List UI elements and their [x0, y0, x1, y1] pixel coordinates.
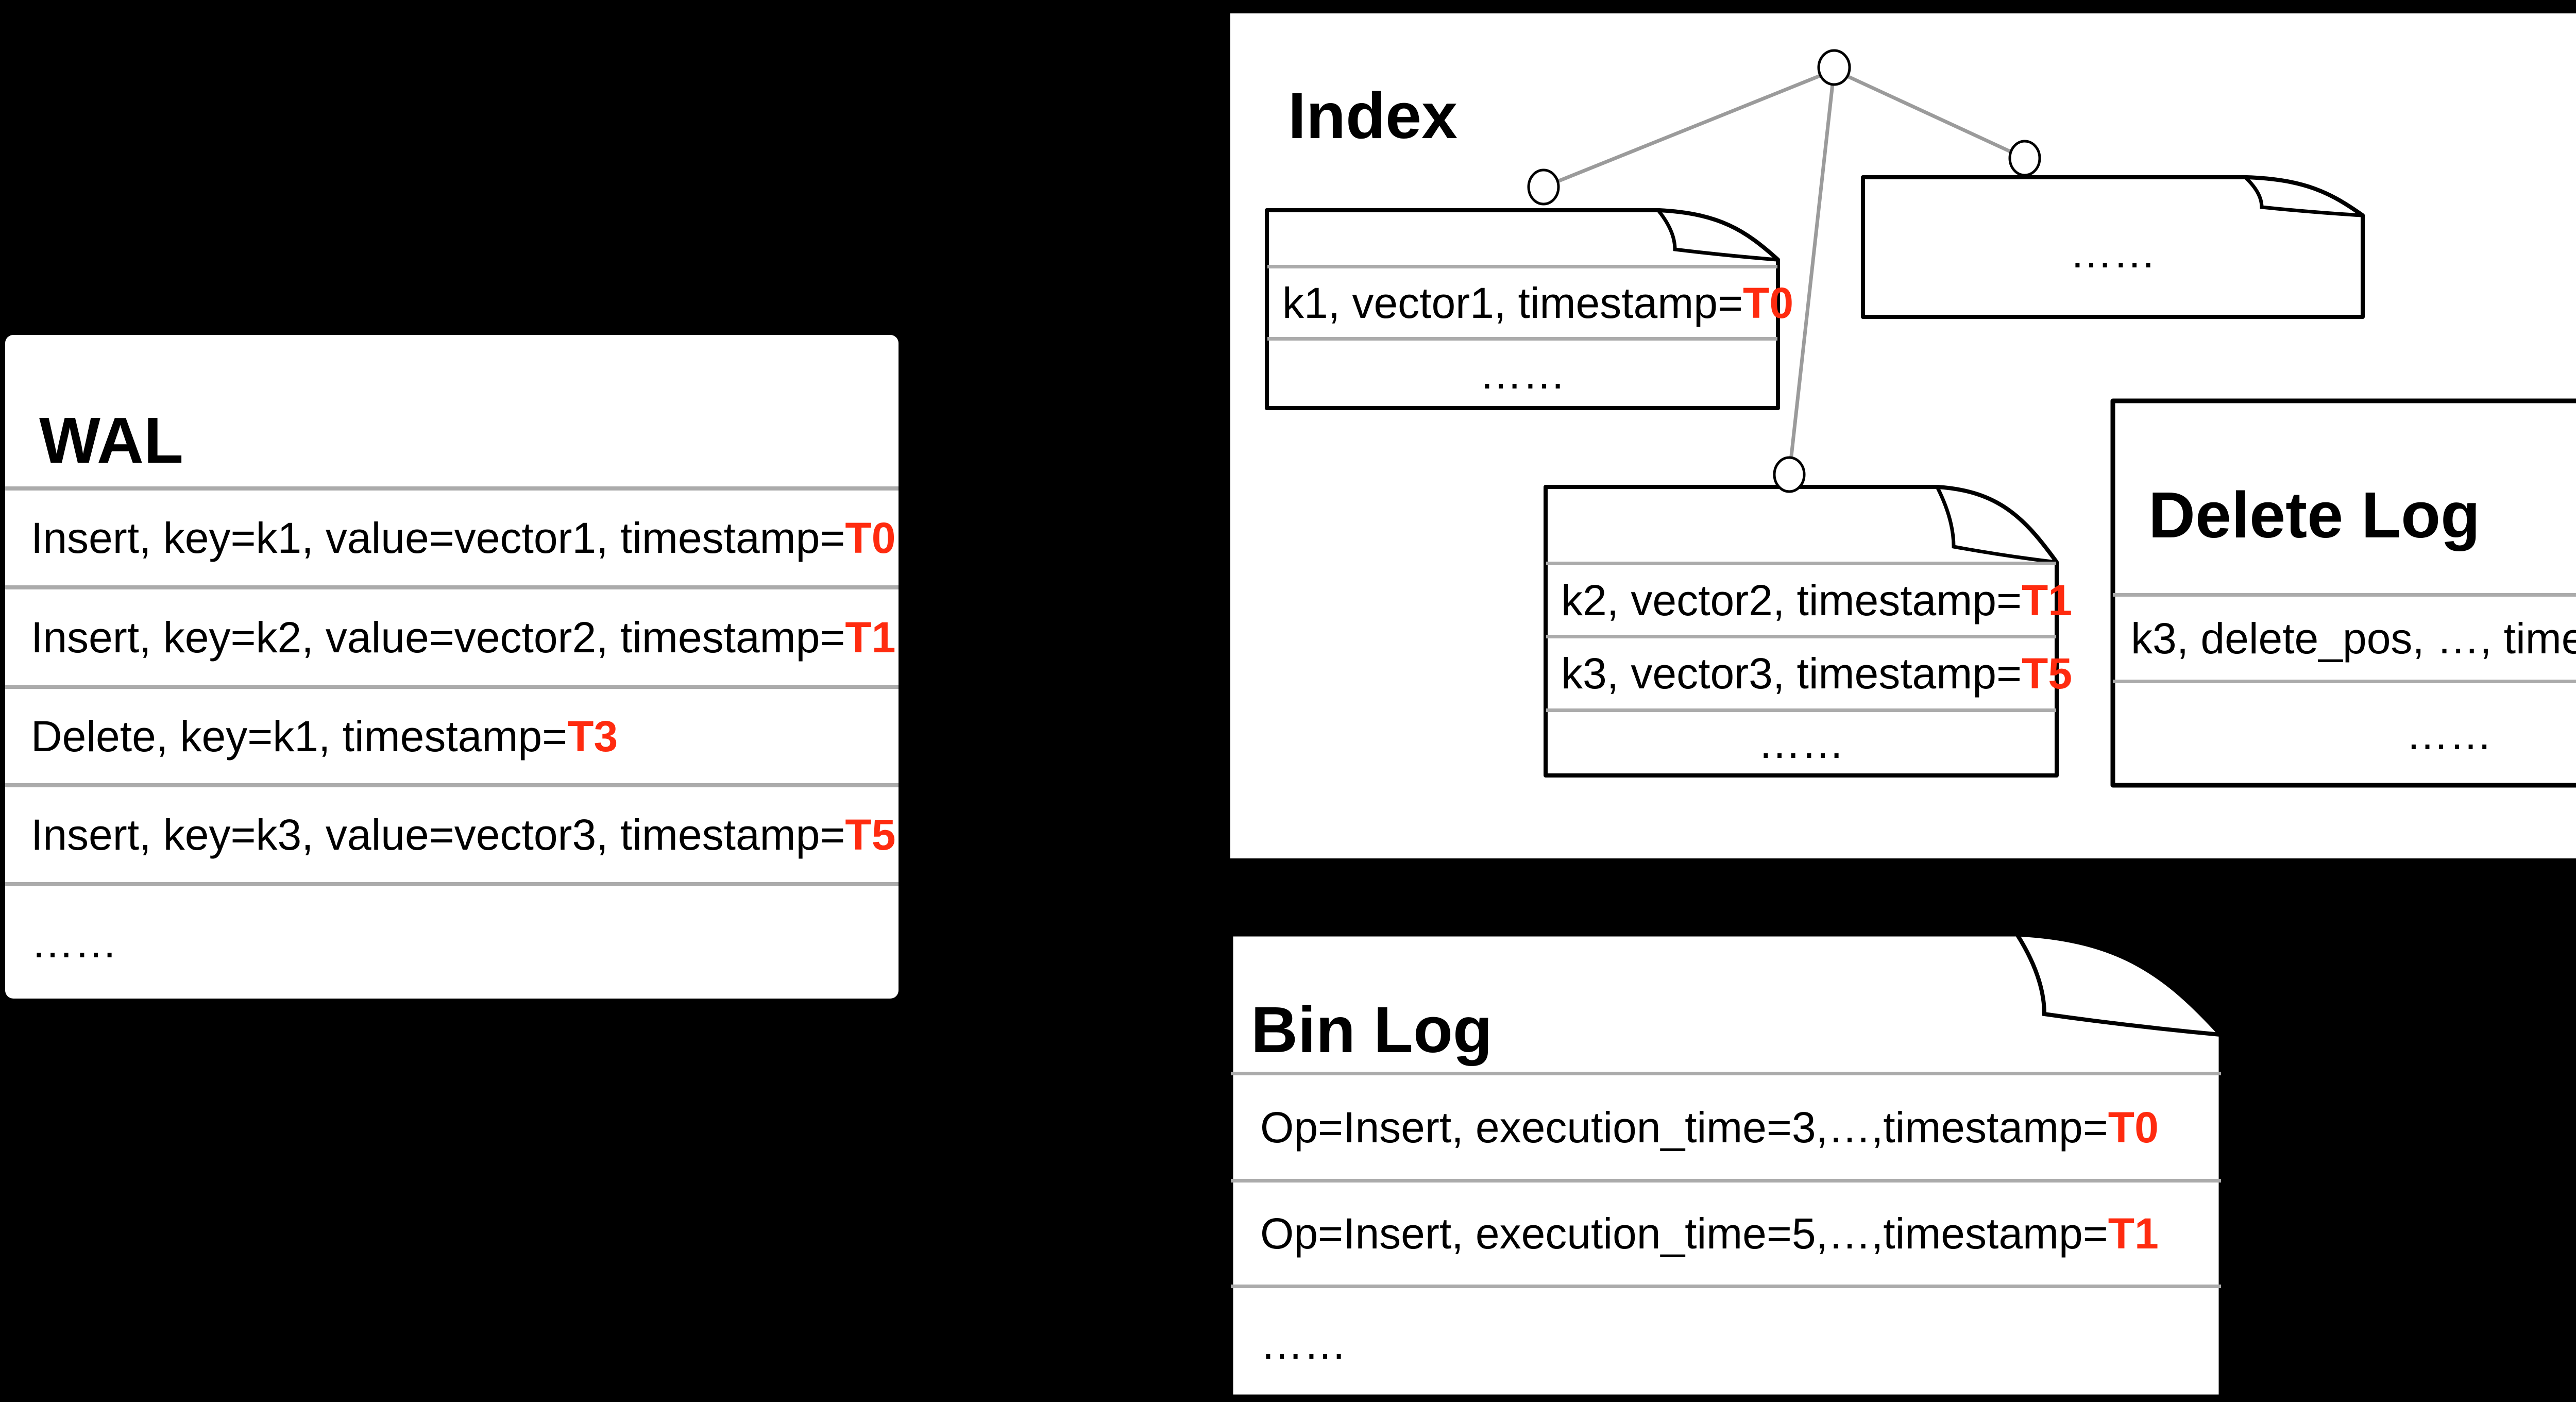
- entry-row-text: k2, vector2, timestamp=: [1561, 576, 2022, 624]
- folded-corner-crease: [1657, 210, 1777, 262]
- entry-row-text: k1, vector1, timestamp=: [1282, 278, 1743, 327]
- divider-line: [5, 882, 899, 886]
- index-entry-row: k1, vector1, timestamp=T0: [1265, 268, 1793, 337]
- note-page-shape: [1265, 208, 1780, 410]
- index-more-row: ……: [1861, 211, 2365, 294]
- divider-line: [1231, 1179, 2221, 1183]
- delete-log-row: k3, delete_pos, …, timestamp=T3: [2110, 597, 2576, 680]
- ellipsis-text: ……: [1260, 1320, 1347, 1368]
- index-more-row: ……: [1544, 712, 2059, 774]
- bin-log-panel: Bin Log Op=Insert, execution_time=3,…,ti…: [1228, 932, 2224, 1399]
- ellipsis-text: ……: [2405, 710, 2493, 758]
- timestamp-highlight: T0: [2108, 1103, 2159, 1152]
- timestamp-highlight: T3: [567, 712, 618, 761]
- ellipsis-text: ……: [31, 918, 117, 967]
- note-page-shape: [1544, 485, 2059, 778]
- divider-line: [2113, 680, 2576, 683]
- wal-log-row: Insert, key=k2, value=vector2, timestamp…: [5, 589, 899, 685]
- log-row-text: Insert, key=k1, value=vector1, timestamp…: [31, 514, 845, 562]
- ellipsis-text: ……: [1479, 349, 1566, 398]
- timestamp-highlight: T0: [1743, 278, 1794, 327]
- wal-panel: WAL Insert, key=k1, value=vector1, times…: [5, 335, 899, 999]
- divider-line: [1231, 1072, 2221, 1075]
- index-panel-title: Index: [1288, 79, 1458, 152]
- log-row-text: Insert, key=k3, value=vector3, timestamp…: [31, 810, 845, 859]
- divider-line: [1231, 1285, 2221, 1288]
- index-more-row: ……: [1265, 341, 1780, 407]
- divider-line: [1546, 708, 2056, 712]
- log-row-text: Insert, key=k2, value=vector2, timestamp…: [31, 613, 845, 662]
- delete-log-panel: Delete Log k3, delete_pos, …, timestamp=…: [2110, 398, 2576, 788]
- timestamp-highlight: T1: [2022, 576, 2073, 624]
- index-entry-row: k2, vector2, timestamp=T1: [1544, 565, 2072, 635]
- index-entry-row: k3, vector3, timestamp=T5: [1544, 638, 2072, 708]
- log-row-text: Op=Insert, execution_time=5,…,timestamp=: [1260, 1209, 2108, 1258]
- wal-log-row: Insert, key=k1, value=vector1, timestamp…: [5, 491, 899, 585]
- timestamp-highlight: T5: [845, 810, 896, 859]
- bin-log-title: Bin Log: [1251, 993, 1493, 1066]
- note-outline: [1265, 208, 1780, 410]
- index-leaf-note-k2k3: k2, vector2, timestamp=T1 k3, vector3, t…: [1544, 485, 2072, 778]
- divider-line: [1546, 635, 2056, 638]
- note-outline: [1861, 175, 2365, 319]
- bin-log-row: Op=Insert, execution_time=5,…,timestamp=…: [1228, 1183, 2224, 1285]
- wal-panel-title: WAL: [39, 403, 183, 477]
- index-leaf-note-k1: k1, vector1, timestamp=T0 ……: [1265, 208, 1793, 410]
- timestamp-highlight: T1: [2108, 1209, 2159, 1258]
- entry-row-text: k3, vector3, timestamp=: [1561, 649, 2022, 698]
- divider-line: [1267, 337, 1777, 341]
- note-outline: [1228, 932, 2224, 1399]
- delete-log-title: Delete Log: [2148, 478, 2481, 551]
- divider-line: [2113, 593, 2576, 597]
- divider-line: [1546, 562, 2056, 565]
- log-row-text: Delete, key=k1, timestamp=: [31, 712, 568, 761]
- note-outline: [1544, 485, 2059, 778]
- ellipsis-text: ……: [2070, 228, 2156, 277]
- bin-log-more-row: ……: [1228, 1288, 2224, 1399]
- ellipsis-text: ……: [1758, 719, 1844, 767]
- folded-corner-crease: [2015, 934, 2221, 1037]
- log-row-text: Op=Insert, execution_time=3,…,timestamp=: [1260, 1103, 2108, 1152]
- folded-corner-crease: [2245, 177, 2362, 217]
- note-page-shape: [1861, 175, 2365, 319]
- bin-log-row: Op=Insert, execution_time=3,…,timestamp=…: [1228, 1075, 2224, 1179]
- divider-line: [5, 585, 899, 589]
- divider-line: [5, 486, 899, 491]
- divider-line: [5, 783, 899, 787]
- wal-log-row: Insert, key=k3, value=vector3, timestamp…: [5, 787, 899, 882]
- divider-line: [5, 685, 899, 689]
- timestamp-highlight: T0: [845, 514, 896, 562]
- index-leaf-note-other: ……: [1861, 175, 2365, 319]
- timestamp-highlight: T1: [845, 613, 896, 662]
- wal-more-row: ……: [5, 886, 899, 999]
- wal-log-row: Delete, key=k1, timestamp=T3: [5, 689, 899, 783]
- folded-corner-crease: [1936, 487, 2056, 564]
- log-row-text: k3, delete_pos, …, timestamp=: [2131, 614, 2576, 663]
- note-page-shape: [1228, 932, 2224, 1399]
- delete-log-more-row: ……: [2110, 683, 2576, 785]
- divider-line: [1267, 265, 1777, 268]
- timestamp-highlight: T5: [2022, 649, 2073, 698]
